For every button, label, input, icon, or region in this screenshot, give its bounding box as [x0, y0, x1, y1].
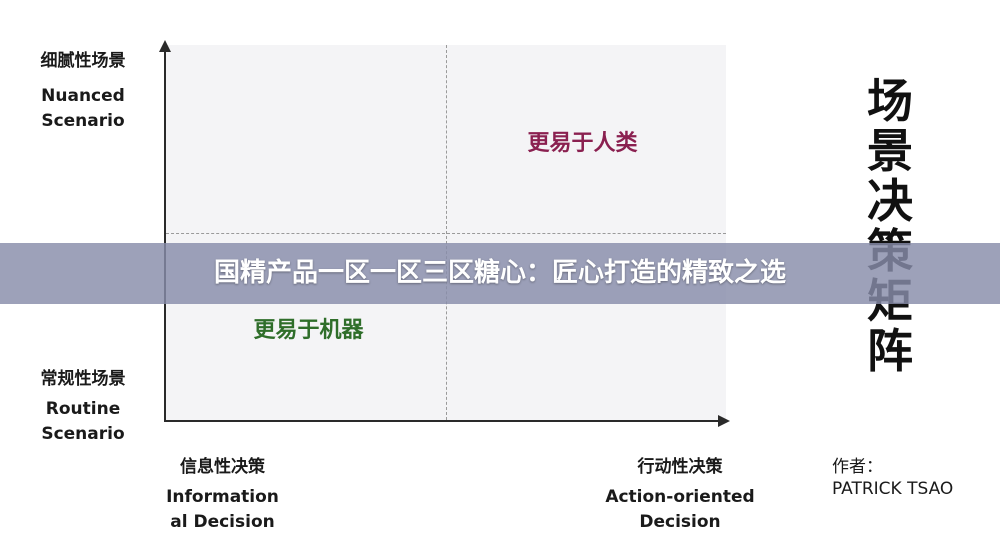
y-top-label-cn: 细腻性场景 — [40, 51, 126, 71]
overlay-banner: 国精产品一区一区三区糖心：匠心打造的精致之选 — [0, 243, 1000, 304]
side-title-char: 场 — [867, 74, 913, 128]
side-title: 场 景 决 策 矩 阵 — [855, 76, 925, 376]
x-left-label-en-line2: al Decision — [170, 512, 275, 532]
vertical-divider — [446, 45, 447, 420]
y-axis-arrow-icon — [159, 40, 171, 52]
quadrant-label-human: 更易于人类 — [527, 131, 638, 156]
x-right-label-cn: 行动性决策 — [637, 457, 723, 477]
x-left-label-en-line1: Information — [166, 487, 279, 507]
x-right-label-en: Action-oriented Decision — [595, 485, 765, 535]
y-top-label-en: Nuanced Scenario — [20, 84, 146, 134]
y-bottom-label-cn: 常规性场景 — [40, 369, 126, 389]
x-right-label-en-line2: Decision — [639, 512, 721, 532]
side-title-char: 阵 — [867, 324, 913, 378]
y-top-label-en-line2: Scenario — [41, 111, 125, 131]
y-bottom-label-en-line1: Routine — [45, 399, 121, 419]
y-bottom-label-en: Routine Scenario — [20, 397, 146, 447]
quadrant-label-machine: 更易于机器 — [253, 318, 364, 343]
author-name: PATRICK TSAO — [832, 479, 954, 499]
x-left-label-en: Information al Decision — [150, 485, 295, 535]
side-title-char: 决 — [867, 174, 913, 228]
x-axis-arrow-icon — [718, 415, 730, 427]
x-axis-line — [164, 420, 720, 422]
x-left-label-cn: 信息性决策 — [180, 457, 265, 477]
author-label: 作者： — [832, 457, 883, 477]
x-right-label-en-line1: Action-oriented — [605, 487, 755, 507]
y-axis-line — [164, 50, 166, 422]
banner-text: 国精产品一区一区三区糖心：匠心打造的精致之选 — [213, 258, 786, 288]
y-top-label-en-line1: Nuanced — [41, 86, 125, 106]
side-title-char: 景 — [867, 124, 913, 178]
y-bottom-label-en-line2: Scenario — [41, 424, 125, 444]
horizontal-divider — [166, 233, 726, 234]
